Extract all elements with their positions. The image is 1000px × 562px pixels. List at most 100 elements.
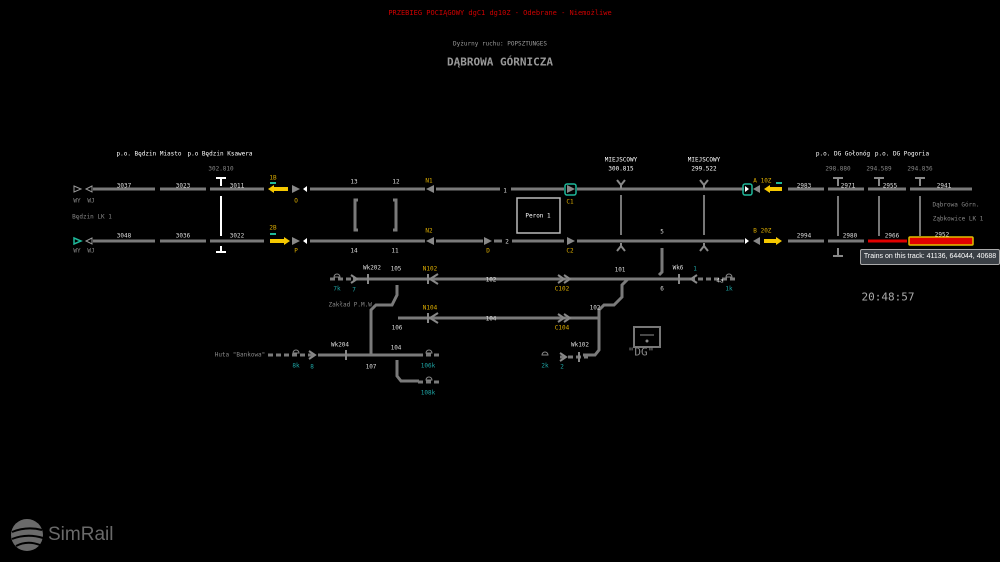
track-label: 102: [589, 304, 601, 312]
station-building-dot: [645, 339, 649, 343]
indicator-10Z: [776, 182, 782, 184]
crossover-13-14[interactable]: [353, 198, 358, 232]
signal-label: 7: [352, 286, 356, 294]
platform-peron-1: [516, 197, 561, 234]
simrail-logo: SimRail: [10, 518, 113, 552]
signal-label: 4a: [716, 277, 724, 285]
track-2952-occupied-selected[interactable]: [908, 236, 974, 246]
signal-Wk102-icon[interactable]: [578, 352, 580, 362]
signal-label: 2B: [269, 224, 277, 232]
signal-WJ1-icon[interactable]: [84, 185, 93, 193]
track-label: 3022: [229, 232, 245, 240]
track-label: 107: [365, 363, 377, 371]
label-peron: Peron 1: [525, 212, 551, 220]
signal-label: Wk102: [570, 341, 590, 349]
signal-Wk204-icon[interactable]: [345, 350, 347, 360]
signal-C104-icon[interactable]: [557, 313, 572, 323]
signal-label: N102: [422, 265, 438, 273]
signal-label: 2: [560, 363, 564, 371]
km-post-bottom-icon: [216, 246, 226, 253]
simrail-logo-text: SimRail: [48, 524, 114, 545]
shunt-signal-icons[interactable]: [303, 186, 307, 244]
clock: 20:48:57: [861, 290, 915, 304]
track-label: 5: [660, 228, 664, 236]
signal-Wk6-icon[interactable]: [678, 274, 680, 284]
crossing-label-1: MIEJSCOWY: [604, 156, 638, 164]
track-6-vertical[interactable]: [657, 248, 664, 277]
track-108[interactable]: [395, 360, 419, 383]
signal-label: Wk204: [330, 341, 350, 349]
signal-O-icon[interactable]: [292, 185, 300, 193]
signal-WY1-icon[interactable]: [73, 185, 83, 193]
signal-N104-icon[interactable]: [427, 312, 439, 324]
label-golonog: p.o. DG Gołonóg: [815, 150, 871, 158]
crossover-12-11[interactable]: [393, 198, 398, 232]
signal-N1-icon[interactable]: [426, 185, 434, 193]
simrail-logo-icon: [11, 519, 44, 551]
track-label: 2980: [842, 232, 858, 240]
track-label: 6: [660, 285, 664, 293]
track-label: 12: [392, 178, 400, 186]
signal-label: 8k: [292, 362, 300, 370]
signal-label: A: [753, 177, 757, 185]
indicator-1B: [270, 182, 276, 184]
track-label: 1: [503, 187, 507, 195]
track-label: 101: [614, 266, 626, 274]
signal-7-icon[interactable]: [350, 274, 359, 284]
track-label: 3023: [175, 182, 191, 190]
signal-10Z-arrow-icon[interactable]: [764, 185, 782, 193]
km-294-589: 294.589: [866, 165, 892, 173]
signal-N2-icon[interactable]: [426, 237, 434, 245]
route-alert-message: PRZEBIEG POCIĄGOWY dgC1 dg10Z - Odebrane…: [388, 9, 612, 17]
track-label: 2941: [936, 182, 952, 190]
track-label: 3048: [116, 232, 132, 240]
label-pogoria: p.o. DG Pogoria: [874, 150, 930, 158]
buffer-stop-icons: [292, 273, 733, 381]
signal-label: 7k: [333, 285, 341, 293]
signal-label: 1k: [725, 285, 733, 293]
signal-2-icon[interactable]: [559, 352, 568, 362]
signal-2B-arrow-icon[interactable]: [270, 237, 290, 245]
track-101-102[interactable]: [583, 277, 630, 357]
track-label: 2: [505, 238, 509, 246]
track-label: 102: [485, 276, 497, 284]
signal-C1-icon[interactable]: [567, 185, 575, 193]
track-label: 2955: [882, 182, 898, 190]
signal-1-icon[interactable]: [689, 274, 698, 284]
signal-label: C2: [566, 247, 574, 255]
label-huta: Huta "Bankowa": [214, 351, 266, 359]
signal-20Z-arrow-icon[interactable]: [764, 237, 782, 245]
signal-WY2-icon[interactable]: [73, 236, 83, 246]
signal-B-icon[interactable]: [753, 237, 760, 245]
track-106[interactable]: [369, 285, 399, 355]
signal-label: 1: [693, 265, 697, 273]
track-label: 13: [350, 178, 358, 186]
signal-label: 2k: [541, 362, 549, 370]
track-label: 14: [350, 247, 358, 255]
signal-P-icon[interactable]: [292, 237, 300, 245]
signal-label: 10Z: [760, 177, 772, 185]
signal-label: 8: [310, 363, 314, 371]
signal-C2-icon[interactable]: [567, 237, 575, 245]
signal-D-icon[interactable]: [484, 237, 492, 245]
track-label: 2983: [796, 182, 812, 190]
signal-label: WJ: [87, 197, 95, 205]
signal-1B-arrow-icon[interactable]: [268, 185, 288, 193]
signal-Wk202-icon[interactable]: [367, 274, 369, 284]
signal-label: P: [294, 247, 298, 255]
signal-N102-icon[interactable]: [427, 273, 439, 285]
signal-label: 1B: [269, 174, 277, 182]
signal-WJ2-icon[interactable]: [84, 237, 93, 245]
km-post-icons: [616, 177, 925, 257]
signal-label: N1: [425, 177, 433, 185]
label-zaklad: Zakład P.M.W.: [328, 301, 376, 309]
signal-label: N104: [422, 304, 438, 312]
track-label: 3036: [175, 232, 191, 240]
signal-8-icon[interactable]: [308, 350, 317, 360]
selected-signal-C1-frame: [564, 183, 577, 196]
signal-C102-icon[interactable]: [557, 274, 572, 284]
signal-A-icon[interactable]: [753, 185, 760, 193]
signal-label: 106k: [420, 362, 436, 370]
track-label: 2952: [934, 231, 950, 239]
